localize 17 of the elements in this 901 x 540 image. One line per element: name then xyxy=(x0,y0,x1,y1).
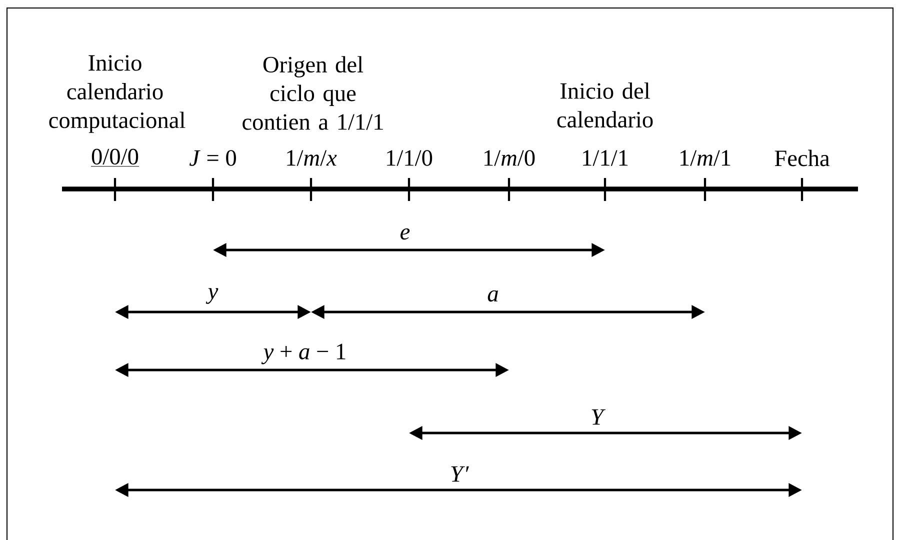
date-label: 0/0/0 xyxy=(90,148,140,167)
date-label: 1/m/x xyxy=(287,150,337,166)
date-label: 1/1/1 xyxy=(583,150,628,166)
heading-label: Origen del ciclo que contien a 1/1/1 xyxy=(242,56,383,130)
dimension-label: y xyxy=(206,286,220,306)
date-label: J = 0 xyxy=(189,150,236,166)
date-label: Fecha xyxy=(774,150,830,166)
dimension-label: Y′ xyxy=(448,464,472,484)
heading-label: Inicio calendario computacional xyxy=(49,55,186,133)
date-label: 1/m/0 xyxy=(484,150,535,166)
dimension-label: e xyxy=(398,226,412,242)
heading-label: Inicio del calendario xyxy=(557,82,653,128)
date-label: 1/1/0 xyxy=(387,150,432,166)
dimension-label: a xyxy=(485,288,501,304)
dimension-label: Y xyxy=(588,407,606,427)
dimension-label: y + a − 1 xyxy=(261,342,349,366)
date-label: 1/m/1 xyxy=(680,150,730,166)
